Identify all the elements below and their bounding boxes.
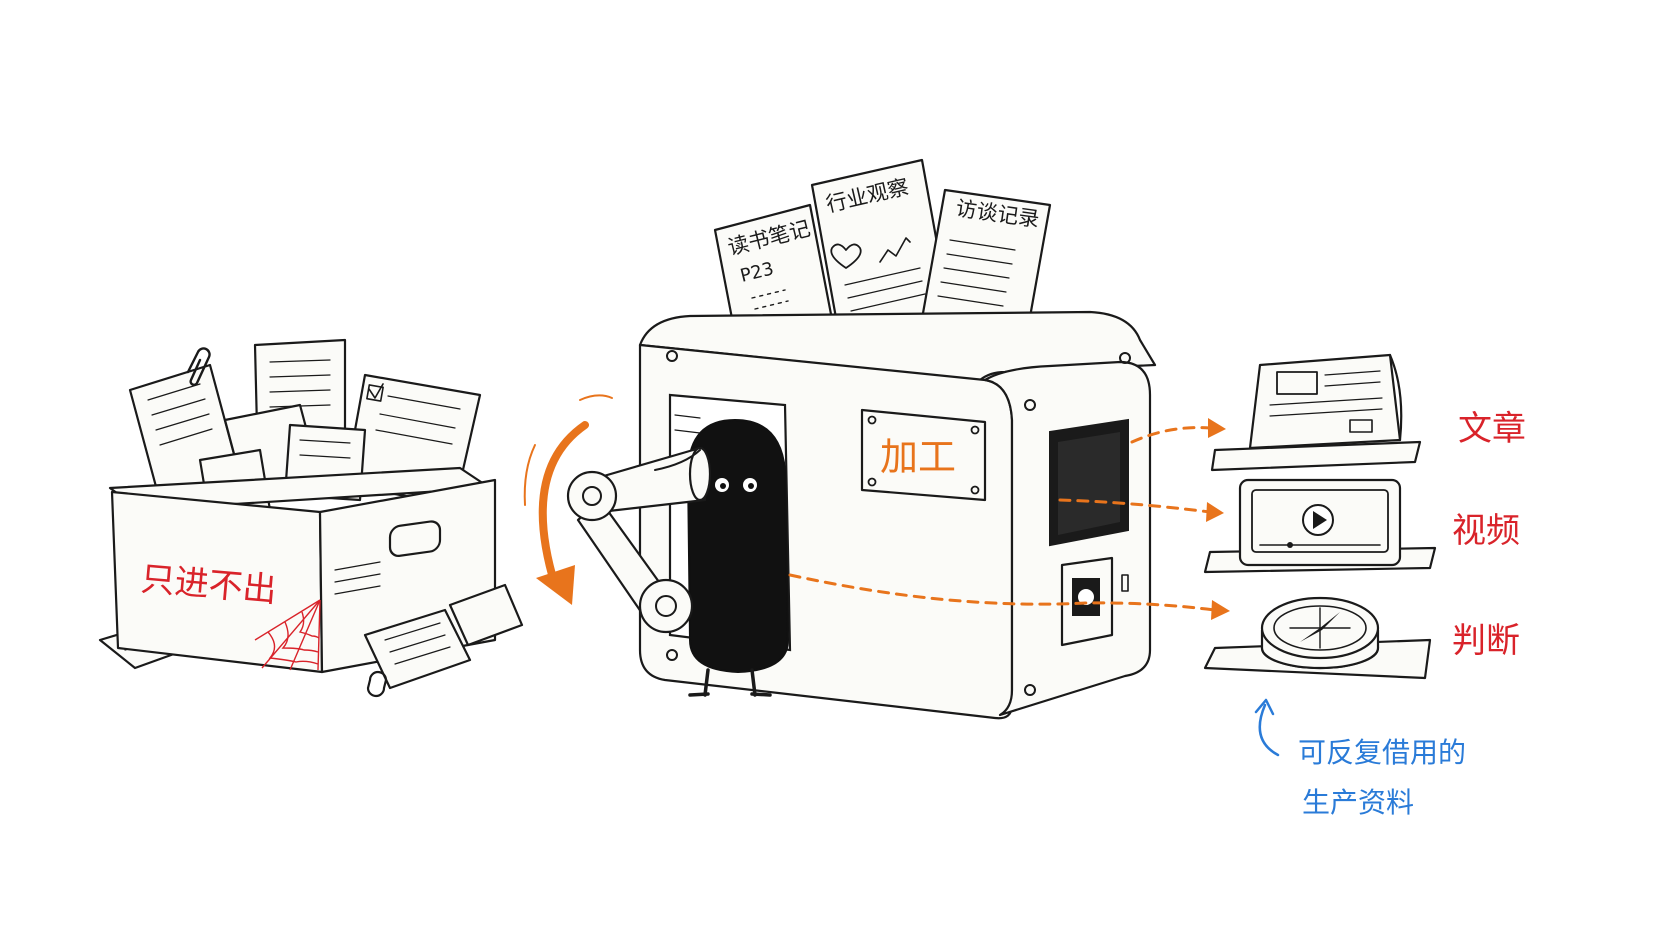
arrow-to-article [1130, 426, 1212, 444]
rotation-arrow [523, 394, 613, 605]
footnote-line-2: 生产资料 [1302, 786, 1414, 819]
arrow-to-judgment [788, 573, 1217, 612]
inbox-box: 只进不出 [98, 338, 524, 698]
output-judgment: 判断 [1203, 596, 1520, 680]
input-doc-industry-observation: 行业观察 [810, 158, 952, 342]
curved-arrow-icon [1258, 703, 1280, 757]
machine-nameplate: 加工 [860, 408, 987, 502]
machine-top [638, 310, 1157, 382]
machine-output-port [1060, 556, 1129, 647]
video-player-icon [1238, 478, 1402, 567]
flow-arrows [788, 426, 1217, 612]
cobweb-icon [254, 599, 321, 671]
heart-icon [830, 243, 862, 269]
footnote-line-1: 可反复借用的 [1298, 736, 1466, 769]
chart-line-icon [879, 237, 911, 263]
output-video: 视频 [1203, 478, 1520, 574]
output-article: 文章 [1210, 353, 1526, 472]
crank-handle [566, 446, 712, 634]
black-creature [686, 418, 790, 697]
floor-papers-right [363, 583, 524, 698]
document-icon [1248, 353, 1403, 450]
output-label-video: 视频 [1452, 511, 1520, 551]
input-doc-interview-notes: 访谈记录 [918, 188, 1052, 347]
inbox-papers [128, 338, 482, 537]
machine-vent [1049, 418, 1129, 547]
compass-icon [1260, 596, 1380, 670]
footnote: 可反复借用的 生产资料 [1254, 698, 1466, 819]
arrow-to-video [1058, 498, 1212, 514]
processing-machine: 读书笔记 P23 行业观察 访谈记录 [523, 158, 1157, 720]
machine-label: 加工 [880, 435, 956, 479]
output-label-article: 文章 [1458, 409, 1526, 449]
output-label-judgment: 判断 [1452, 621, 1520, 661]
